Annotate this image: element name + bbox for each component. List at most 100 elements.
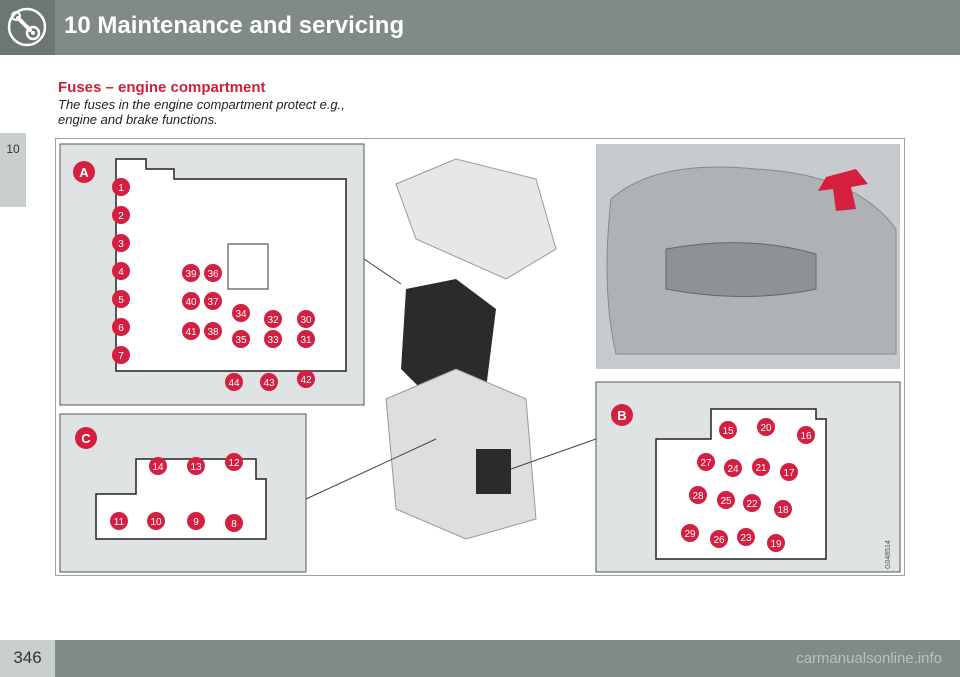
svg-text:3: 3 <box>118 239 124 250</box>
svg-text:4: 4 <box>118 267 124 278</box>
svg-text:1: 1 <box>118 183 124 194</box>
fuse-badge-22: 22 <box>743 494 761 512</box>
leader-a <box>363 258 402 285</box>
svg-text:33: 33 <box>267 335 279 346</box>
fuse-badge-5: 5 <box>112 290 130 308</box>
fuse-badge-13: 13 <box>187 457 205 475</box>
svg-text:19: 19 <box>770 539 782 550</box>
svg-text:9: 9 <box>193 517 199 528</box>
svg-text:37: 37 <box>207 297 219 308</box>
panel-label-b: B <box>611 404 633 426</box>
svg-text:2: 2 <box>118 211 124 222</box>
fuse-badge-31: 31 <box>297 330 315 348</box>
header-icon-box <box>0 0 55 55</box>
svg-text:42: 42 <box>300 375 312 386</box>
fuse-badge-34: 34 <box>232 304 250 322</box>
svg-text:16: 16 <box>800 431 812 442</box>
fuse-badge-30: 30 <box>297 310 315 328</box>
fuse-badge-18: 18 <box>774 500 792 518</box>
svg-text:27: 27 <box>700 458 712 469</box>
svg-text:38: 38 <box>207 327 219 338</box>
fuse-badge-29: 29 <box>681 524 699 542</box>
fuse-badge-33: 33 <box>264 330 282 348</box>
svg-text:24: 24 <box>727 464 739 475</box>
wrench-gear-icon <box>7 7 47 47</box>
fuse-badge-10: 10 <box>147 512 165 530</box>
svg-text:17: 17 <box>783 468 795 479</box>
svg-text:41: 41 <box>185 327 197 338</box>
svg-text:26: 26 <box>713 535 725 546</box>
chapter-side-tab <box>0 133 26 207</box>
svg-text:C: C <box>81 431 91 446</box>
fuse-badge-32: 32 <box>264 310 282 328</box>
fuse-badge-44: 44 <box>225 373 243 391</box>
fuse-badge-41: 41 <box>182 322 200 340</box>
image-code: G048514 <box>885 540 892 569</box>
intro-text: The fuses in the engine compartment prot… <box>58 97 345 127</box>
svg-text:29: 29 <box>684 529 696 540</box>
fuse-badge-2: 2 <box>112 206 130 224</box>
fuse-badge-35: 35 <box>232 330 250 348</box>
svg-text:44: 44 <box>228 378 240 389</box>
fuse-badge-23: 23 <box>737 528 755 546</box>
fuse-badge-26: 26 <box>710 530 728 548</box>
fuse-badge-40: 40 <box>182 292 200 310</box>
svg-text:6: 6 <box>118 323 124 334</box>
fuse-badge-28: 28 <box>689 486 707 504</box>
fuse-badge-8: 8 <box>225 514 243 532</box>
grille-shape <box>665 242 817 297</box>
svg-text:28: 28 <box>692 491 704 502</box>
page-number: 346 <box>13 648 42 667</box>
fuse-badge-1: 1 <box>112 178 130 196</box>
fuse-badge-14: 14 <box>149 457 167 475</box>
section-title: Fuses – engine compartment <box>58 79 266 96</box>
svg-text:34: 34 <box>235 309 247 320</box>
svg-text:8: 8 <box>231 519 237 530</box>
panel-label-a: A <box>73 161 95 183</box>
chapter-tab-number: 10 <box>6 142 20 156</box>
fuse-box-relays <box>401 279 496 404</box>
svg-text:A: A <box>79 165 89 180</box>
svg-text:B: B <box>617 408 626 423</box>
fuse-badge-25: 25 <box>717 491 735 509</box>
relay-block <box>227 243 269 290</box>
fuse-badge-42: 42 <box>297 370 315 388</box>
location-arrow-icon <box>818 169 868 211</box>
fuse-badge-7: 7 <box>112 346 130 364</box>
fuse-badge-15: 15 <box>719 421 737 439</box>
fuse-badge-12: 12 <box>225 453 243 471</box>
svg-text:31: 31 <box>300 335 312 346</box>
svg-text:18: 18 <box>777 505 789 516</box>
fuse-box-housing <box>385 368 537 540</box>
fuse-badge-21: 21 <box>752 458 770 476</box>
fuse-badge-37: 37 <box>204 292 222 310</box>
page-footer <box>0 640 960 677</box>
fuse-box-cover <box>395 158 557 280</box>
svg-text:23: 23 <box>740 533 752 544</box>
fuse-badge-20: 20 <box>757 418 775 436</box>
svg-text:40: 40 <box>185 297 197 308</box>
svg-text:32: 32 <box>267 315 279 326</box>
fuse-badge-6: 6 <box>112 318 130 336</box>
fuse-badge-11: 11 <box>110 512 128 530</box>
fuse-badge-3: 3 <box>112 234 130 252</box>
fuse-badge-38: 38 <box>204 322 222 340</box>
leader-b <box>510 438 597 470</box>
svg-text:12: 12 <box>228 458 240 469</box>
svg-text:25: 25 <box>720 496 732 507</box>
svg-text:5: 5 <box>118 295 124 306</box>
panel-label-c: C <box>75 427 97 449</box>
chapter-header <box>0 0 960 55</box>
svg-text:35: 35 <box>235 335 247 346</box>
svg-text:20: 20 <box>760 423 772 434</box>
leader-c <box>305 438 437 500</box>
panel-b-outline <box>655 408 827 560</box>
fuse-badge-9: 9 <box>187 512 205 530</box>
fuse-badge-24: 24 <box>724 459 742 477</box>
svg-text:22: 22 <box>746 499 758 510</box>
fuse-badge-17: 17 <box>780 463 798 481</box>
fuse-badge-36: 36 <box>204 264 222 282</box>
svg-text:15: 15 <box>722 426 734 437</box>
